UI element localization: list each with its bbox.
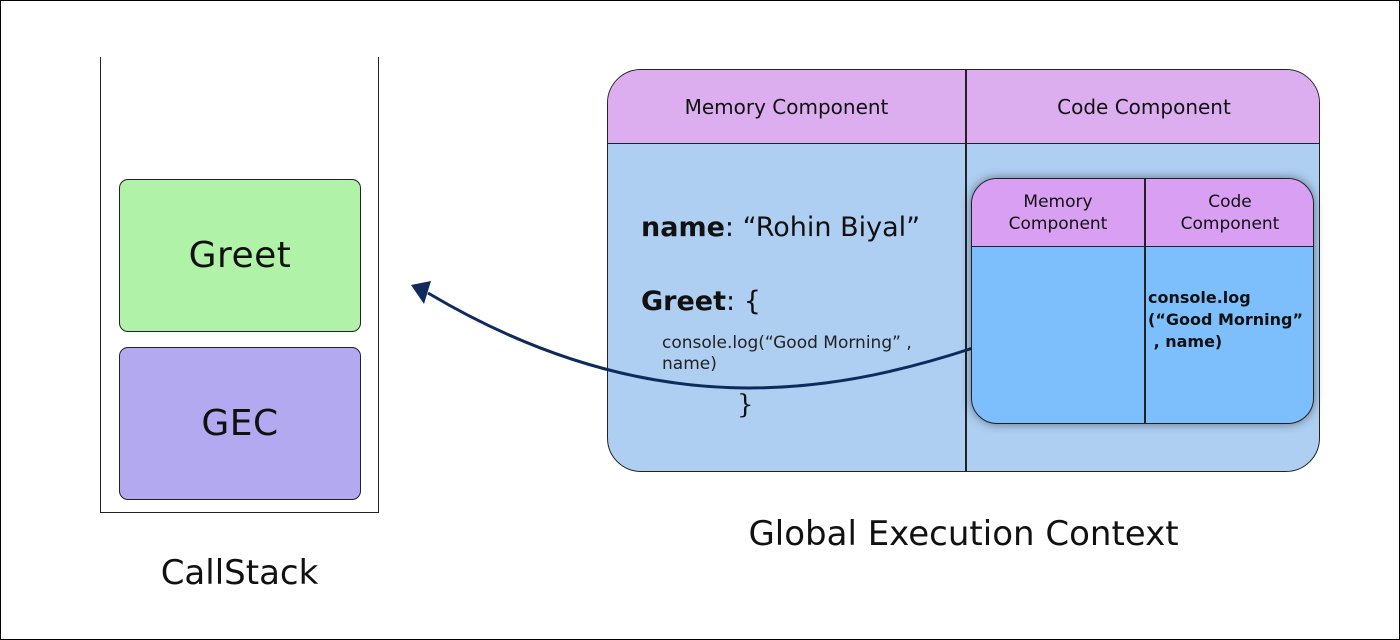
fec-code-line1: console.log — [1148, 288, 1251, 307]
fec-code-line2: (“Good Morning” — [1148, 310, 1304, 329]
memory-entry-greet: Greet: { — [641, 286, 761, 317]
gec-memory-header: Memory Component — [684, 95, 889, 119]
fec-code-content: console.log (“Good Morning” , name) — [1148, 287, 1312, 353]
gec-column-divider — [965, 70, 967, 471]
fec-memory-header: Memory Component — [972, 179, 1144, 247]
memory-value-greet-open: : { — [726, 286, 761, 317]
callstack-frame-greet: Greet — [119, 179, 361, 332]
fec-code-header: Code Component — [1146, 179, 1313, 247]
gec-label: Global Execution Context — [748, 514, 1179, 554]
gec-header-row — [608, 70, 1319, 144]
memory-value-name: : “Rohin Biyal” — [724, 212, 921, 243]
callstack-frame-gec: GEC — [119, 347, 361, 500]
fec-memory-header-line1: Memory — [1023, 192, 1093, 212]
fec-code-header-line1: Code — [1208, 192, 1252, 212]
fec-memory-header-line2: Component — [1008, 214, 1108, 234]
memory-entry-name: name: “Rohin Biyal” — [641, 212, 920, 243]
fec-code-line3: , name) — [1148, 332, 1223, 351]
memory-key-greet: Greet — [641, 286, 727, 317]
push-arrow-line — [427, 291, 974, 390]
function-execution-context-box: Memory Component Code Component console.… — [971, 178, 1314, 424]
callstack-container: Greet GEC — [100, 57, 379, 513]
fec-column-divider — [1144, 179, 1146, 423]
gec-code-header: Code Component — [1057, 95, 1231, 119]
push-arrow-head — [411, 281, 431, 304]
greet-function-close-brace: } — [737, 390, 754, 420]
greet-function-body: console.log(“Good Morning” , name) — [662, 333, 912, 374]
fec-code-header-line2: Component — [1180, 214, 1280, 234]
callstack-label: CallStack — [160, 553, 319, 593]
memory-key-name: name — [641, 212, 725, 243]
fec-header-row — [972, 179, 1313, 247]
